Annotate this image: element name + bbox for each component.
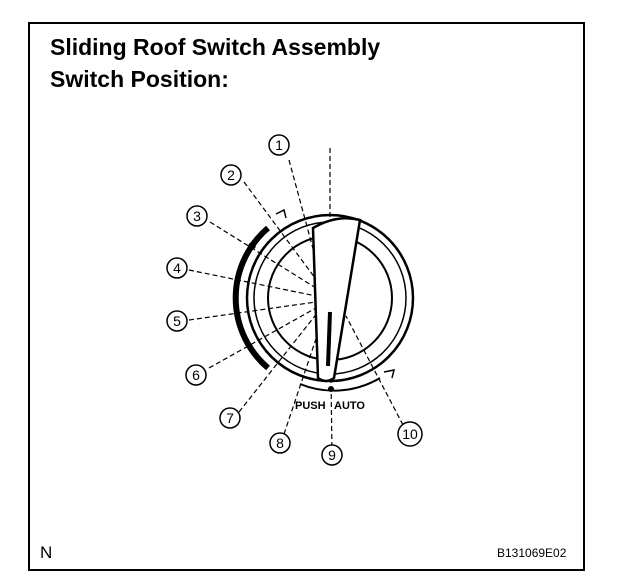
callout-circle-10 xyxy=(397,421,423,447)
leader-line-2 xyxy=(243,181,319,283)
callout-circle-3 xyxy=(186,205,208,227)
leader-line-3 xyxy=(209,221,317,289)
callout-label-4: 4 xyxy=(173,260,181,276)
auto-label: AUTO xyxy=(334,400,365,412)
knob-indicator-line xyxy=(326,311,332,367)
leader-line-4 xyxy=(188,269,317,297)
auto-arc xyxy=(299,377,381,392)
callout-label-1: 1 xyxy=(275,137,283,153)
figure-id: B131069E02 xyxy=(497,546,567,560)
callout-circle-6 xyxy=(185,364,207,386)
callout-circle-1 xyxy=(268,134,290,156)
push-label: PUSH xyxy=(295,400,326,412)
leader-line-8 xyxy=(283,317,324,435)
callout-circle-5 xyxy=(166,310,188,332)
position-dot-icon xyxy=(248,242,256,250)
callout-circle-2 xyxy=(220,164,242,186)
callout-label-6: 6 xyxy=(192,367,200,383)
callout-label-2: 2 xyxy=(227,167,235,183)
diagram-subtitle: Switch Position: xyxy=(50,66,229,92)
leader-line-10 xyxy=(345,315,404,426)
callout-label-9: 9 xyxy=(328,447,336,463)
tilt-symbol-icon xyxy=(275,208,287,219)
corner-label: N xyxy=(40,543,53,562)
callouts: 1 2 3 4 5 6 7 8 9 10 xyxy=(166,134,423,466)
callout-circle-4 xyxy=(166,257,188,279)
callout-circle-9 xyxy=(321,444,343,466)
switch-knob xyxy=(311,217,362,383)
leader-line-6 xyxy=(208,307,317,369)
callout-label-7: 7 xyxy=(226,410,234,426)
callout-label-10: 10 xyxy=(402,426,418,442)
diagram-frame xyxy=(28,22,585,571)
callout-circle-7 xyxy=(219,407,241,429)
leader-line-5 xyxy=(188,301,317,321)
leader-line-7 xyxy=(238,311,319,413)
callout-label-3: 3 xyxy=(193,208,201,224)
callout-label-8: 8 xyxy=(276,435,284,451)
slide-symbol-icon xyxy=(383,369,396,379)
diagram-title: Sliding Roof Switch Assembly xyxy=(50,34,381,60)
callout-label-5: 5 xyxy=(173,313,181,329)
callout-circle-8 xyxy=(269,432,291,454)
